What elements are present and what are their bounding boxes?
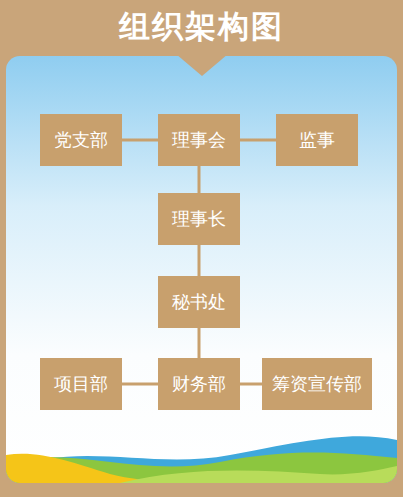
wave-green [6,453,397,484]
org-box: 理事长 [158,193,240,245]
connector-line [122,383,158,386]
connector-line [198,328,201,358]
sky-panel [6,56,397,483]
box-label: 理事长 [172,208,226,230]
connector-line [240,383,262,386]
org-box: 秘书处 [158,276,240,328]
org-box: 党支部 [40,114,122,166]
box-label: 监事 [299,129,335,151]
connector-line [198,166,201,193]
box-label: 项目部 [54,373,108,395]
wave-lightgreen [120,466,397,483]
connector-line [198,245,201,276]
box-label: 党支部 [54,129,108,151]
title-notch [176,54,228,76]
org-box: 财务部 [158,358,240,410]
box-label: 筹资宣传部 [272,373,362,395]
org-box: 监事 [276,114,358,166]
box-label: 财务部 [172,373,226,395]
wave-blue [6,436,397,483]
box-label: 理事会 [172,129,226,151]
chart-title: 组织架构图 [0,6,403,46]
org-box: 筹资宣传部 [262,358,372,410]
org-box: 项目部 [40,358,122,410]
box-label: 秘书处 [172,291,226,313]
connector-line [122,139,158,142]
org-box: 理事会 [158,114,240,166]
connector-line [240,139,276,142]
